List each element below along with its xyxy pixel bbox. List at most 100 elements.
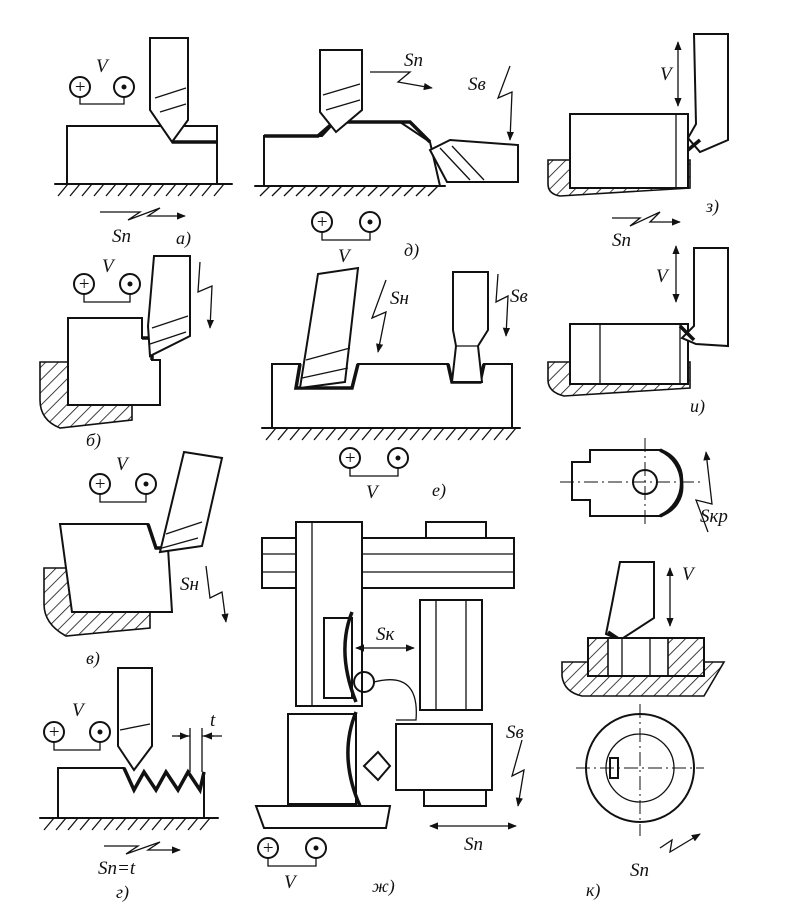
feed-vertical-label: Sв: [506, 722, 524, 743]
profile-arc: [659, 448, 684, 518]
panel-g: t + V Sп=t г): [39, 667, 222, 903]
column-base: [423, 789, 487, 807]
panel-k: V Sп к): [561, 561, 726, 901]
rail-cap: [425, 521, 487, 539]
dot-circle-icon: [305, 837, 327, 859]
panel-caption: а): [176, 228, 191, 249]
svg-text:+: +: [344, 448, 357, 469]
curved-tool: [343, 611, 358, 703]
speed-label: V: [116, 454, 130, 475]
wire: [79, 97, 125, 105]
plus-circle-icon: +: [43, 721, 65, 743]
speed-label: V: [72, 700, 86, 721]
zigzag-arrow-icon: [197, 261, 215, 329]
section-right: [667, 637, 705, 677]
speed-label: V: [96, 56, 110, 77]
zigzag-arrow-icon: [370, 279, 387, 353]
plus-symbol: +: [74, 77, 87, 98]
panel-caption: б): [86, 430, 101, 451]
feed-label: Sп: [612, 230, 631, 251]
cutting-tool: [146, 255, 191, 358]
base-hatch: [265, 427, 517, 441]
cutting-tool: [149, 37, 189, 144]
zigzag-arrow-icon: [510, 739, 525, 807]
speed-label: V: [338, 246, 352, 267]
depth-label: t: [210, 710, 216, 731]
plus-circle-icon: +: [311, 211, 333, 233]
dot-circle-icon: [89, 721, 111, 743]
base-hatch: [259, 185, 439, 197]
column-lines: [435, 600, 467, 710]
side-tool: [428, 138, 519, 183]
curved-surface: [346, 711, 362, 807]
panel-d: Sп Sв + V д): [254, 49, 519, 267]
feed-horizontal-label: Sп: [404, 50, 423, 71]
wire: [321, 232, 371, 241]
speed-label: V: [682, 564, 696, 585]
svg-text:+: +: [316, 212, 329, 233]
panel-caption: в): [86, 648, 100, 669]
wire: [349, 468, 399, 477]
feed-p-label: Sп: [464, 834, 483, 855]
zigzag-arrow-icon: [495, 273, 511, 337]
workpiece: [263, 121, 442, 187]
dot-circle-icon: [135, 473, 157, 495]
tool-edge: [119, 723, 151, 731]
wire: [267, 858, 317, 867]
plus-circle-icon: +: [257, 837, 279, 859]
feed-label: Sн: [180, 574, 199, 595]
tool-edge: [161, 521, 203, 549]
base-hatch: [57, 183, 225, 197]
workpiece: [67, 317, 161, 406]
plus-circle-icon: +: [69, 76, 91, 98]
svg-text:+: +: [94, 474, 107, 495]
cutting-tool: [680, 247, 729, 348]
tool-edge: [301, 347, 351, 379]
side-tool-edge: [439, 145, 485, 181]
svg-text:+: +: [48, 722, 61, 743]
feed-k-label: Sк: [376, 624, 396, 645]
dot-circle-icon: [359, 211, 381, 233]
plan-view-part: [571, 449, 684, 517]
plus-circle-icon: +: [89, 473, 111, 495]
plus-circle-icon: +: [339, 447, 361, 469]
step-lines: [599, 324, 681, 384]
wire: [53, 742, 101, 751]
threaded-workpiece: [57, 767, 205, 819]
angled-tool: [298, 266, 360, 390]
zigzag-arrow-icon: [205, 565, 229, 623]
base-plate: [254, 805, 392, 829]
panel-caption: е): [432, 480, 446, 501]
depth-lines: [189, 728, 203, 772]
tool-edge: [322, 83, 361, 111]
slot-tool: [450, 271, 489, 383]
feed-label: Sп: [630, 860, 649, 881]
cut-edge: [686, 138, 702, 152]
panel-caption: к): [586, 880, 600, 901]
panel-a: + V Sп а): [54, 37, 233, 249]
cutting-tool: [686, 33, 729, 154]
panel-zh: Sк Sв Sп + V ж): [254, 521, 525, 897]
panel-e: Sн Sв + V е): [261, 266, 528, 503]
feed-vertical-label: Sв: [468, 74, 486, 95]
dot-circle-icon: [387, 447, 409, 469]
cut-edge: [678, 324, 696, 342]
speed-label: V: [102, 256, 116, 277]
workpiece: [58, 523, 174, 613]
feed-label: Sп: [112, 226, 131, 247]
column: [419, 599, 483, 711]
thread-tool: [117, 667, 153, 772]
wire: [83, 294, 131, 303]
panel-caption: з): [705, 196, 719, 217]
panel-i: V и) Sкр: [547, 245, 729, 533]
speed-label: V: [660, 64, 674, 85]
speed-label: V: [656, 266, 670, 287]
panel-v: Sн + V в): [43, 450, 229, 669]
thread-profile: [122, 767, 206, 795]
feed-n-label: Sн: [390, 288, 409, 309]
speed-label: V: [284, 872, 298, 893]
zigzag-arrow-icon: [694, 451, 713, 533]
panel-z: V Sп з): [547, 33, 729, 251]
speed-label: V: [366, 482, 380, 503]
